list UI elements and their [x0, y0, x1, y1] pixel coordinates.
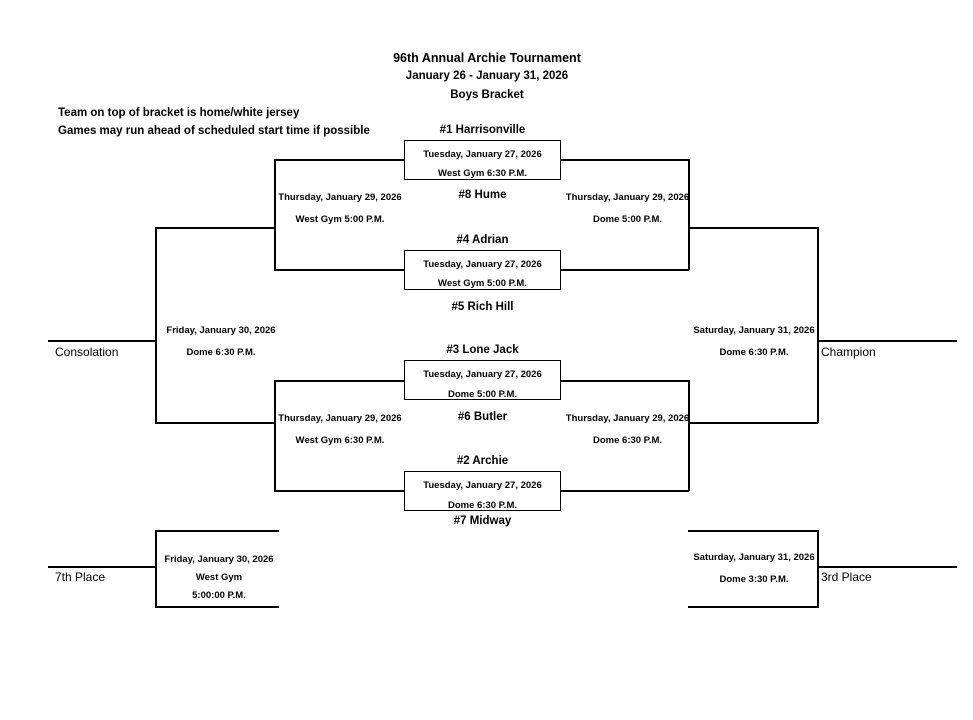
third-place-line-vertical [817, 530, 819, 608]
consolation-final-venue-time: Dome 6:30 P.M. [186, 347, 256, 358]
game-box-1 [404, 140, 561, 180]
team-7-midway: #7 Midway [453, 515, 512, 527]
third-place-date: Saturday, January 31, 2026 [693, 552, 815, 563]
champion-label: Champion [821, 345, 876, 359]
championship-line-top [688, 227, 818, 229]
game-3-venue-time: Dome 5:00 P.M. [448, 389, 517, 400]
team-4-adrian: #4 Adrian [456, 234, 509, 246]
consolation-upper-line-bottom [274, 269, 404, 271]
game-4-venue-time: Dome 6:30 P.M. [448, 500, 517, 511]
team-2-archie: #2 Archie [456, 455, 509, 467]
seventh-place-line-vertical [155, 530, 157, 608]
bracket-name: Boys Bracket [450, 89, 524, 101]
seventh-place-label: 7th Place [55, 570, 106, 584]
game-box-4 [404, 471, 561, 511]
winners-lower-line-top [561, 380, 689, 382]
game-1-date: Tuesday, January 27, 2026 [423, 149, 542, 160]
semifinal-upper-date: Thursday, January 29, 2026 [565, 192, 690, 203]
team-3-lone-jack: #3 Lone Jack [446, 344, 519, 356]
seventh-place-venue: West Gym [195, 572, 243, 583]
consolation-upper-line-top [274, 159, 404, 161]
note-early-start: Games may run ahead of scheduled start t… [58, 125, 370, 137]
team-5-rich-hill: #5 Rich Hill [451, 301, 514, 313]
consolation-lower-line-bottom [274, 490, 404, 492]
winners-upper-line-vertical [688, 159, 690, 270]
consolation-final-line-bottom [155, 422, 275, 424]
seventh-place-line-bottom [155, 606, 279, 608]
championship-date: Saturday, January 31, 2026 [693, 325, 815, 336]
game-3-date: Tuesday, January 27, 2026 [423, 369, 542, 380]
semifinal-lower-venue-time: Dome 6:30 P.M. [593, 435, 662, 446]
tournament-dates: January 26 - January 31, 2026 [405, 70, 569, 82]
consolation-semi-lower-venue-time: West Gym 6:30 P.M. [295, 435, 385, 446]
consolation-final-line-top [155, 227, 275, 229]
game-4-date: Tuesday, January 27, 2026 [423, 480, 542, 491]
game-2-venue-time: West Gym 5:00 P.M. [438, 278, 527, 289]
seventh-place-date: Friday, January 30, 2026 [164, 554, 274, 565]
seventh-place-time: 5:00:00 P.M. [192, 590, 246, 601]
team-8-hume: #8 Hume [458, 189, 507, 201]
winners-lower-line-bottom [561, 490, 689, 492]
consolation-semi-upper-date: Thursday, January 29, 2026 [278, 192, 402, 203]
third-place-venue-time: Dome 3:30 P.M. [719, 574, 789, 585]
team-6-butler: #6 Butler [457, 411, 508, 423]
championship-line-bottom [688, 422, 818, 424]
consolation-final-date: Friday, January 30, 2026 [166, 325, 276, 336]
semifinal-lower-date: Thursday, January 29, 2026 [565, 413, 690, 424]
champion-line-out [817, 340, 957, 342]
game-box-3 [404, 360, 561, 400]
consolation-upper-line-vertical [274, 159, 276, 270]
third-place-line-bottom [688, 606, 818, 608]
page-title: 96th Annual Archie Tournament [393, 51, 581, 65]
winners-upper-line-top [561, 159, 689, 161]
third-place-line-out [817, 566, 957, 568]
winners-lower-line-vertical [688, 380, 690, 491]
game-1-venue-time: West Gym 6:30 P.M. [438, 168, 527, 179]
consolation-semi-lower-date: Thursday, January 29, 2026 [278, 413, 402, 424]
semifinal-upper-venue-time: Dome 5:00 P.M. [593, 214, 662, 225]
consolation-lower-line-vertical [274, 380, 276, 491]
game-box-2 [404, 250, 561, 290]
consolation-lower-line-top [274, 380, 404, 382]
championship-venue-time: Dome 6:30 P.M. [719, 347, 789, 358]
third-place-label: 3rd Place [821, 570, 872, 584]
consolation-label: Consolation [55, 345, 119, 359]
third-place-line-top [688, 530, 818, 532]
seventh-place-line-top [155, 530, 279, 532]
consolation-semi-upper-venue-time: West Gym 5:00 P.M. [295, 214, 385, 225]
winners-upper-line-bottom [561, 269, 689, 271]
note-home-jersey: Team on top of bracket is home/white jer… [58, 107, 300, 119]
game-2-date: Tuesday, January 27, 2026 [423, 259, 542, 270]
championship-line-vertical [817, 227, 819, 423]
seventh-place-line-out [48, 566, 156, 568]
consolation-line-out [48, 340, 156, 342]
team-1-harrisonville: #1 Harrisonville [439, 124, 526, 136]
consolation-final-line-vertical [155, 227, 157, 423]
